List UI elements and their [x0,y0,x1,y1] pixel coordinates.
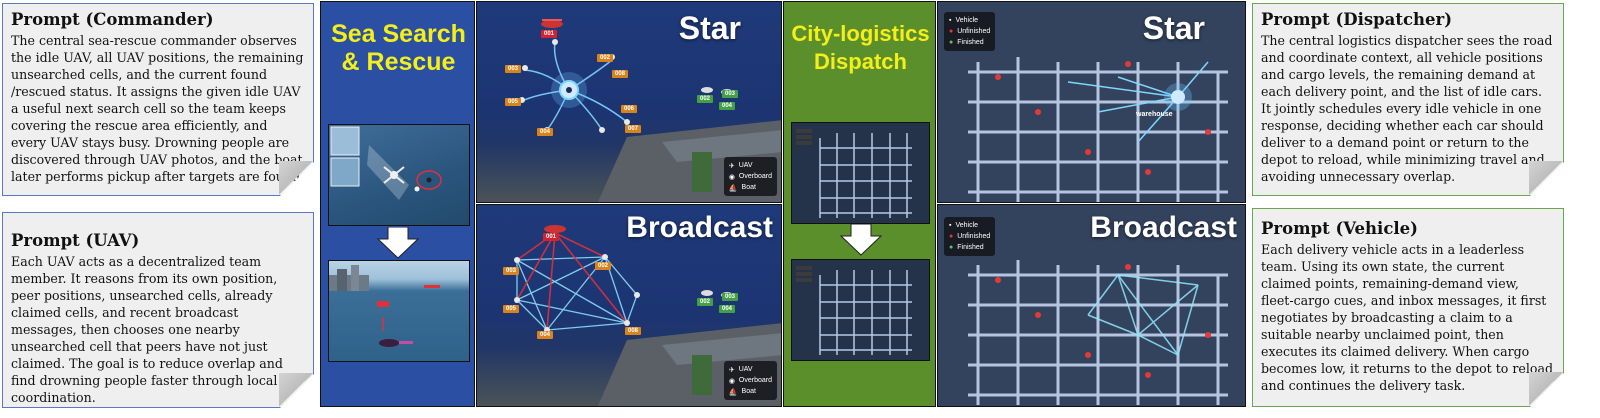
vehicle-prompt-body: Each delivery vehicle acts in a leaderle… [1261,242,1554,393]
city-map-thumbnail [791,122,930,224]
boat-rescue-photo [328,260,470,362]
uav-aerial-photo [328,124,470,226]
sea-broadcast-map: Broadcast 001 002 003 004 005 008 002 00… [476,204,782,407]
group-tag: 004 [719,305,736,313]
city-star-map: Star ▪Vehicle ●Unfinished ●Finished ware… [937,1,1246,203]
uav-legend-icon: ✈ [728,162,735,170]
legend-label: Overboard [738,173,772,180]
sea-legend: ✈UAV ◉Overboard ⛵Boat [723,157,777,196]
star-links [1067,61,1209,143]
uav-tag: 003 [505,65,522,73]
group-tag: 003 [722,90,739,98]
page-fold [1529,161,1563,195]
finished-legend-icon: ● [949,244,954,251]
vehicle-prompt-title: Prompt (Vehicle) [1261,219,1418,238]
group-tag: 003 [722,293,739,301]
legend-label: Unfinished [957,28,991,35]
page-fold [279,373,313,407]
dispatcher-prompt-note: Prompt (Dispatcher) The central logistic… [1252,3,1564,196]
uav-tag: 004 [537,331,554,339]
uav-tag: 005 [503,305,520,313]
city-broadcast-map: Broadcast ▪Vehicle ●Unfinished ●Finished [937,204,1246,407]
uav-tag: 002 [595,262,612,270]
uav-tag: 006 [621,105,638,113]
unfinished-legend-icon: ● [949,28,954,35]
city-scenario-panel: City-logistics Dispatch [783,1,936,407]
legend-label: UAV [738,366,753,373]
overboard-legend-icon: ◉ [728,173,735,181]
uav-tag: 003 [503,267,520,275]
vehicle-legend-icon: ▪ [949,17,952,24]
group-tag: 002 [697,298,714,306]
uav-legend-icon: ✈ [728,366,735,374]
uav-prompt-note: Prompt (UAV) Each UAV acts as a decentra… [2,212,314,408]
overboard-legend-icon: ◉ [728,377,735,385]
vehicle-prompt-note: Prompt (Vehicle) Each delivery vehicle a… [1252,208,1564,407]
finished-legend-icon: ● [949,39,954,46]
mode-broadcast-title: Broadcast [626,211,773,244]
city-map-thumbnail [791,259,930,361]
city-legend: ▪Vehicle ●Unfinished ●Finished [944,12,996,51]
commander-prompt-note: Prompt (Commander) The central sea-rescu… [2,3,314,196]
sea-star-map: Star 001 002 003 004 005 006 007 008 002… [476,1,782,203]
commander-tag: 001 [541,30,558,38]
arrow-down-icon [376,227,420,259]
vehicle-legend-icon: ▪ [949,222,952,229]
legend-label: UAV [738,162,753,169]
unfinished-legend-icon: ● [949,233,954,240]
legend-label: Boat [741,388,756,395]
arrow-down-icon [839,224,883,256]
dispatcher-prompt-title: Prompt (Dispatcher) [1261,10,1453,29]
uav-tag: 005 [505,98,522,106]
uav-prompt-title: Prompt (UAV) [11,231,140,250]
mode-broadcast-title: Broadcast [1090,211,1237,244]
group-tag: 002 [697,95,714,103]
commander-prompt-body: The central sea-rescue commander observe… [11,33,305,184]
commander-tag: 001 [543,233,560,241]
boat-legend-icon: ⛵ [728,388,738,396]
commander-links [516,232,628,331]
legend-label: Overboard [738,377,772,384]
mode-star-title: Star [1142,10,1205,46]
group-tag: 004 [719,102,736,110]
legend-label: Boat [741,184,756,191]
uav-tag: 002 [597,54,614,62]
city-legend: ▪Vehicle ●Unfinished ●Finished [944,217,996,256]
sea-scenario-label: Sea Search & Rescue [331,20,466,76]
uav-prompt-body: Each UAV acts as a decentralized team me… [11,254,283,405]
uav-tag: 004 [537,128,554,136]
page-fold [1529,372,1563,406]
dispatcher-prompt-body: The central logistics dispatcher sees th… [1261,33,1553,184]
boat-legend-icon: ⛵ [728,184,738,192]
legend-label: Unfinished [957,233,991,240]
mode-star-title: Star [678,10,741,46]
drone-icon [383,166,405,184]
legend-label: Finished [957,39,984,46]
legend-label: Vehicle [955,222,979,229]
uav-tag: 007 [625,125,642,133]
sea-scenario-panel: Sea Search & Rescue [320,1,475,407]
road-grid [968,57,1228,202]
legend-label: Finished [957,244,984,251]
page-fold [279,161,313,195]
commander-drone-icon [541,19,563,28]
uav-tag: 008 [612,70,629,78]
uav-tag: 008 [625,327,642,335]
sea-legend: ✈UAV ◉Overboard ⛵Boat [723,361,777,400]
broadcast-links [1087,274,1199,356]
city-scenario-label: City-logistics Dispatch [791,21,930,74]
broadcast-links [516,256,638,331]
commander-prompt-title: Prompt (Commander) [11,10,214,29]
legend-label: Vehicle [955,17,979,24]
depot-label: warehouse [1136,111,1173,118]
